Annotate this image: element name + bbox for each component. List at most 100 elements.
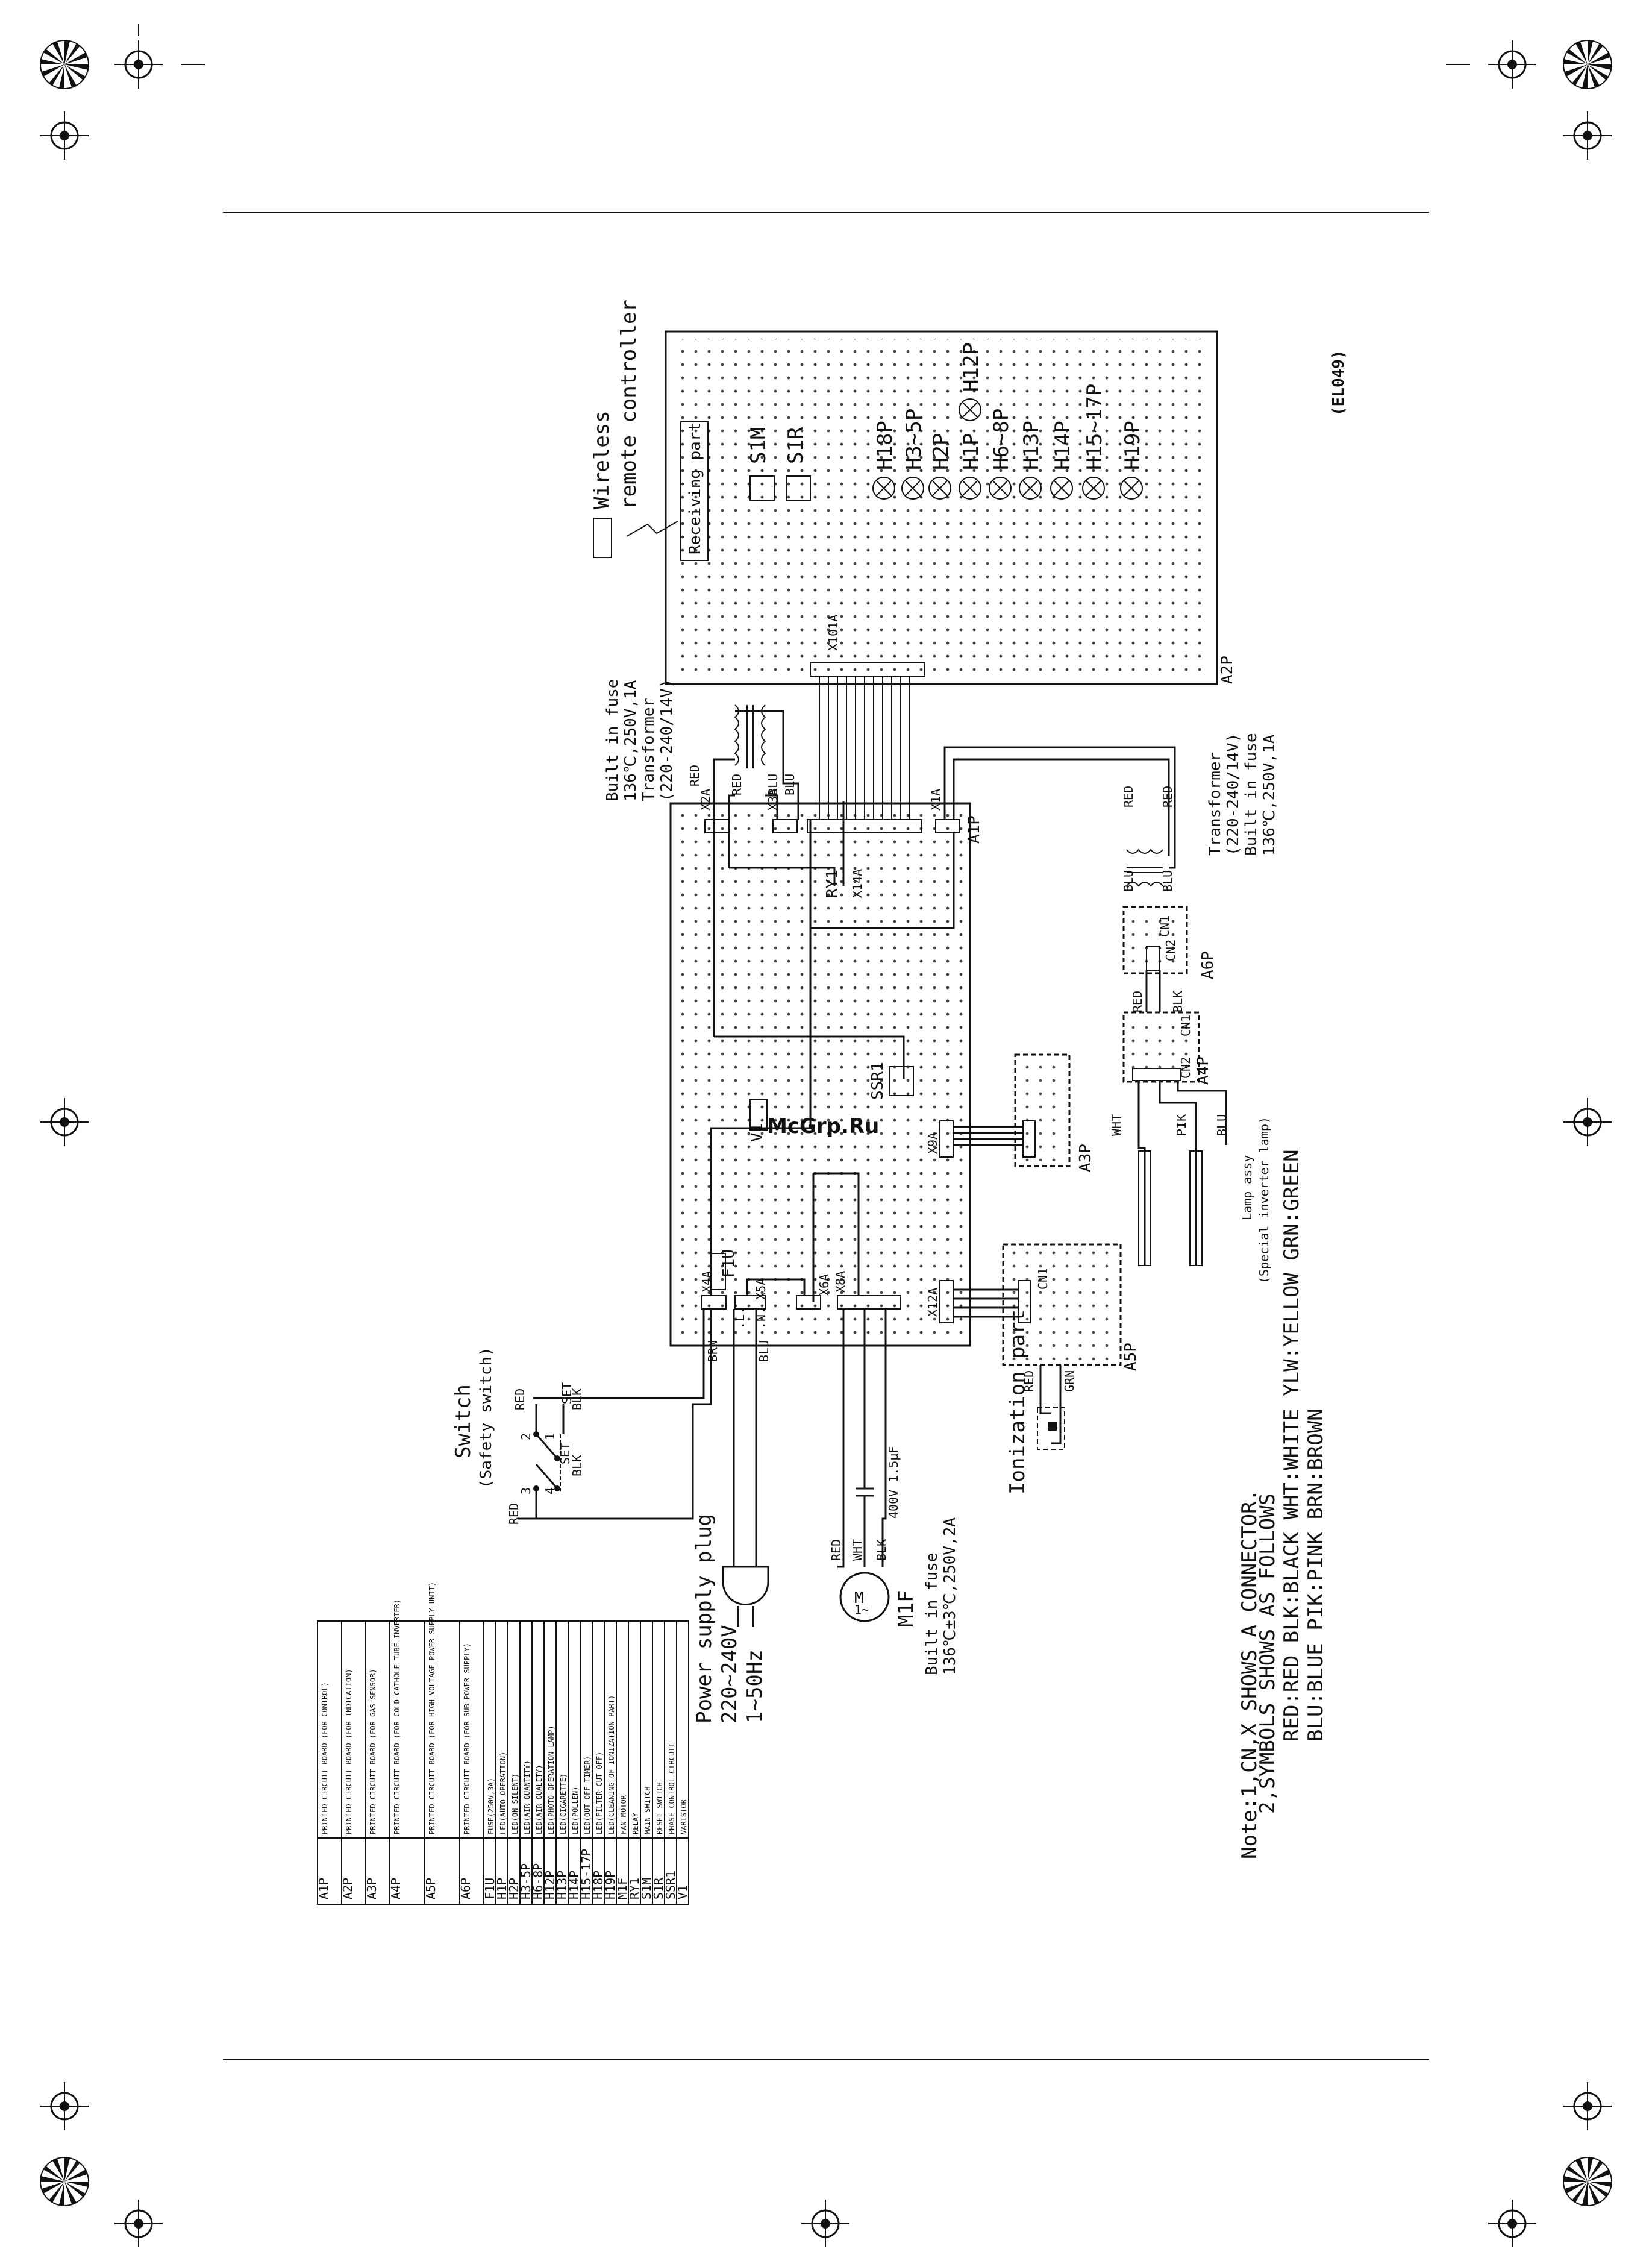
- legend-code: F1U: [483, 1878, 497, 1899]
- transformer-bottom: RED RED BLU BLU Transformer (220-240/14V…: [1121, 733, 1278, 892]
- legend-code: A3P: [365, 1878, 379, 1899]
- svg-text:BLU: BLU: [766, 774, 780, 795]
- legend-desc: PRINTED CIRCUIT BOARD (FOR CONTROL): [321, 1682, 329, 1834]
- svg-text:1~50Hz: 1~50Hz: [743, 1649, 767, 1724]
- svg-text:RED: RED: [687, 765, 702, 786]
- svg-text:Wireless: Wireless: [590, 410, 614, 509]
- registration-marks: [39, 24, 1613, 2249]
- svg-text:CN2: CN2: [1178, 1057, 1193, 1079]
- svg-text:RED: RED: [1022, 1370, 1036, 1392]
- svg-text:RED: RED: [1130, 991, 1145, 1012]
- connector-x4a: X4A: [699, 1271, 727, 1310]
- safety-switch: RED RED BLK BLK SET SET 2 3 1 4 Switch (…: [451, 1309, 712, 1525]
- svg-text:Transformer: Transformer: [1206, 752, 1224, 856]
- board-a5p: CN1 A5P: [953, 1243, 1140, 1371]
- svg-text:(Special inverter lamp): (Special inverter lamp): [1257, 1117, 1271, 1284]
- note-line-3: RED:RED BLK:BLACK WHT:WHITE YLW:YELLOW G…: [1280, 1149, 1304, 1742]
- legend-code: H6-8P: [531, 1863, 545, 1899]
- svg-text:A3P: A3P: [1077, 1144, 1095, 1172]
- connector-x2a: X2A: [698, 789, 730, 833]
- power-supply-plug: BRN BLU Power supply plug 220~240V 1~50H…: [692, 1309, 771, 1724]
- svg-text:H2P: H2P: [929, 433, 953, 470]
- wireless-remote-controller: Wireless remote controller: [590, 300, 678, 558]
- svg-text:X12A: X12A: [925, 1288, 940, 1317]
- legend-desc: LED(PHOTO OPERATION LAMP): [547, 1725, 555, 1834]
- svg-text:A2P: A2P: [1218, 656, 1236, 684]
- svg-text:X4A: X4A: [699, 1271, 714, 1293]
- svg-text:(Safety switch): (Safety switch): [477, 1347, 495, 1488]
- legend-desc: PRINTED CIRCUIT BOARD (FOR HIGH VOLTAGE …: [428, 1582, 436, 1834]
- svg-text:3: 3: [519, 1487, 533, 1495]
- svg-text:2: 2: [519, 1433, 533, 1440]
- legend-desc: VARISTOR: [680, 1799, 688, 1834]
- svg-text:Receiving part: Receiving part: [686, 422, 704, 554]
- legend-row: H1P LED(AUTO OPERATION): [495, 1621, 509, 1904]
- legend-desc: LED(POLLEN): [571, 1787, 580, 1834]
- legend-desc: RESET SWITCH: [655, 1782, 664, 1834]
- connector-x1a: X1A: [928, 789, 960, 833]
- board-a2p: A2P X101A Receiving part S1M S1R: [665, 330, 1236, 820]
- note-line-4: BLU:BLUE PIK:PINK BRN:BROWN: [1304, 1408, 1328, 1742]
- legend-code: H12P: [543, 1871, 557, 1899]
- legend-code: RY1: [627, 1878, 642, 1899]
- svg-text:SET: SET: [560, 1382, 574, 1404]
- legend-desc: PHASE CONTROL CIRCUIT: [668, 1743, 676, 1834]
- legend-desc: LED(AUTO OPERATION): [499, 1752, 507, 1834]
- svg-text:PIK: PIK: [1174, 1114, 1189, 1136]
- svg-text:BLU: BLU: [1160, 870, 1175, 892]
- svg-text:GRN: GRN: [1062, 1370, 1077, 1392]
- svg-text:X2A: X2A: [698, 789, 713, 811]
- svg-text:(220-240/14V): (220-240/14V): [1224, 733, 1242, 856]
- svg-text:H19P: H19P: [1121, 421, 1145, 470]
- board-a1p: A1P SSR1 V1 F1U RY1 X14A X2A X3A: [669, 789, 983, 1347]
- svg-text:H15~17P: H15~17P: [1083, 384, 1107, 470]
- svg-text:BLU: BLU: [757, 1340, 771, 1362]
- svg-text:1~: 1~: [854, 1602, 869, 1617]
- svg-text:BLU: BLU: [783, 774, 797, 795]
- svg-text:Lamp assy: Lamp assy: [1240, 1155, 1254, 1220]
- legend-desc: LED(CIGARETTE): [559, 1774, 568, 1834]
- legend-code: H1P: [495, 1878, 509, 1899]
- legend-code: H18P: [591, 1871, 605, 1899]
- lamp-assy: WHT PIK BLU Lamp assy (Special inverter …: [1109, 1081, 1271, 1284]
- legend-code: SSR1: [663, 1871, 678, 1899]
- svg-text:H13P: H13P: [1019, 421, 1043, 470]
- svg-text:X6A: X6A: [817, 1274, 831, 1296]
- svg-text:X8A: X8A: [833, 1271, 848, 1293]
- svg-text:H12P: H12P: [959, 342, 983, 392]
- legend-row: V1 VARISTOR: [675, 1621, 690, 1904]
- legend-code: S1M: [639, 1878, 654, 1899]
- legend-code: H13P: [555, 1871, 569, 1899]
- legend-row: H14P LED(POLLEN): [567, 1621, 581, 1904]
- svg-text:Power supply plug: Power supply plug: [692, 1514, 716, 1724]
- legend-code: V1: [675, 1885, 690, 1899]
- svg-text:BLU: BLU: [1215, 1114, 1229, 1136]
- legend-desc: PRINTED CIRCUIT BOARD (FOR INDICATION): [345, 1669, 353, 1834]
- legend-code: A2P: [340, 1878, 355, 1899]
- svg-text:A6P: A6P: [1199, 951, 1217, 979]
- board-a4p: CN1 CN2 A4P RED BLK: [1122, 970, 1212, 1085]
- svg-text:M: M: [854, 1589, 864, 1607]
- svg-text:Switch: Switch: [451, 1384, 475, 1458]
- svg-text:remote controller: remote controller: [617, 300, 641, 509]
- legend-code: M1F: [615, 1878, 630, 1899]
- svg-text:H18P: H18P: [873, 421, 897, 470]
- legend-desc: LED(CLEANING OF IONIZATION PART): [607, 1695, 616, 1834]
- board-a6p: CN2 CN1 A6P: [1122, 906, 1217, 979]
- legend-desc: LED(OUT OFF TIMER): [583, 1756, 592, 1834]
- board-a3p: A3P: [953, 1053, 1095, 1172]
- legend-code: H14P: [567, 1871, 581, 1899]
- svg-text:X14A: X14A: [850, 869, 865, 898]
- ionization-part: RED GRN Ionization part: [1006, 1310, 1077, 1495]
- svg-text:A1P: A1P: [965, 815, 983, 844]
- svg-text:220~240V: 220~240V: [718, 1625, 742, 1724]
